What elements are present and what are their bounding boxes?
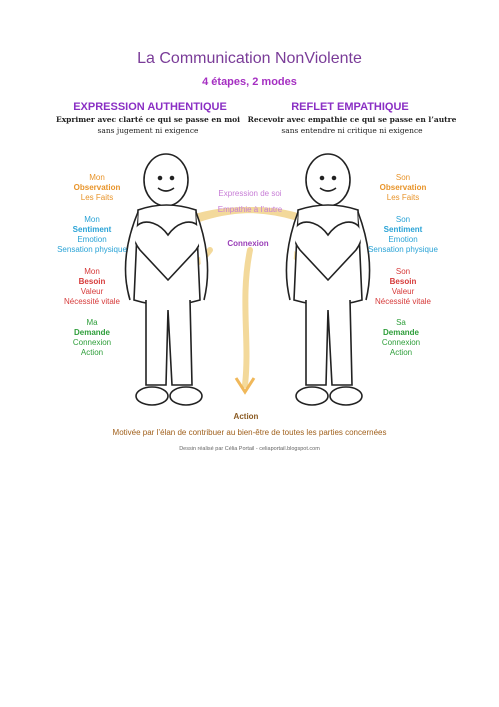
action-arrow-icon bbox=[234, 377, 256, 395]
right-column-subtitle: Recevoir avec empathie ce qui se passe e… bbox=[247, 115, 457, 124]
left-step-besoin: Mon Besoin Valeur Nécessité vitale bbox=[63, 267, 121, 306]
expression-label: Expression de soi bbox=[218, 189, 282, 198]
right-step-demande: Sa Demande Connexion Action bbox=[381, 318, 421, 357]
left-step-sentiment: Mon Sentiment Emotion Sensation physique bbox=[57, 215, 127, 254]
empathie-label: Empathie à l’autre bbox=[217, 205, 283, 214]
left-column-title: EXPRESSION AUTHENTIQUE bbox=[73, 101, 227, 113]
left-step-observation: Mon Observation Les Faits bbox=[73, 173, 121, 202]
connexion-label: Connexion bbox=[227, 239, 269, 248]
right-column-note: sans entendre ni critique ni exigence bbox=[281, 126, 423, 135]
right-step-besoin: Son Besoin Valeur Nécessité vitale bbox=[374, 267, 432, 306]
left-column-subtitle: Exprimer avec clarté ce qui se passe en … bbox=[55, 115, 240, 124]
illustration bbox=[124, 153, 371, 406]
page-subtitle: 4 étapes, 2 modes bbox=[202, 76, 297, 88]
left-person-drawing bbox=[124, 153, 209, 406]
right-step-observation: Son Observation Les Faits bbox=[379, 173, 427, 202]
motivation-text: Motivée par l’élan de contribuer au bien… bbox=[112, 428, 387, 437]
right-column-title: REFLET EMPATHIQUE bbox=[291, 101, 409, 113]
left-column-note: sans jugement ni exigence bbox=[97, 126, 199, 135]
action-label: Action bbox=[233, 412, 259, 421]
right-person-drawing bbox=[285, 153, 371, 406]
credit-text: Dessin réalisé par Célia Portail - celia… bbox=[179, 446, 320, 452]
right-step-sentiment: Son Sentiment Emotion Sensation physique bbox=[368, 215, 438, 254]
left-step-demande: Ma Demande Connexion Action bbox=[72, 318, 112, 357]
page-title: La Communication NonViolente bbox=[137, 50, 362, 67]
